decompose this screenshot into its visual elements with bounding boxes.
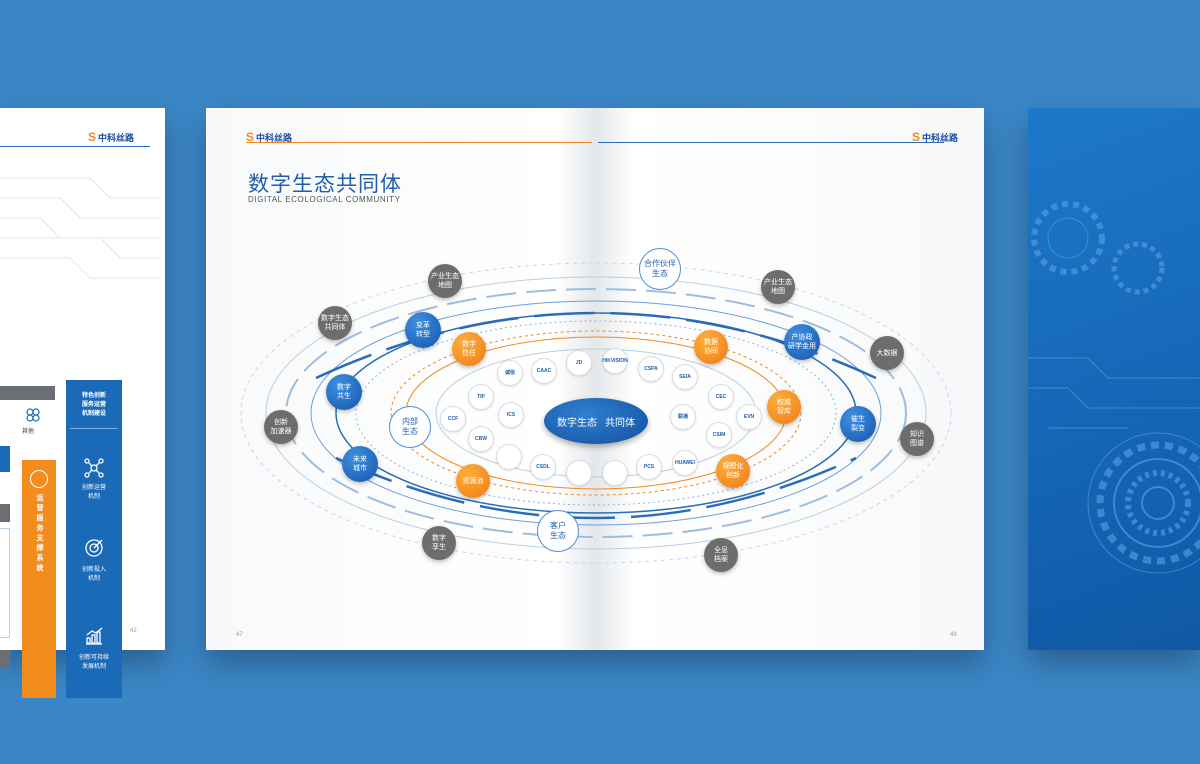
page-number-left: 47 [236, 632, 243, 638]
node-gray-industry-map: 产业生态 地图 [428, 264, 462, 298]
logo-text: 中科丝路 [922, 132, 959, 143]
label-other: 其他 [22, 429, 35, 435]
page-number: 42 [130, 628, 137, 634]
node-orange-data-collab: 数据 协同 [694, 330, 728, 364]
node-gray-industry-map-2: 产业生态 地图 [761, 270, 795, 304]
node-partner-ecology: 合作伙伴 生态 [639, 248, 681, 290]
node-orange-trust: 数字 信任 [452, 332, 486, 366]
partner-logo: 联通 [670, 404, 696, 430]
partner-logo: JD [566, 350, 592, 376]
partner-logo: CBW [468, 426, 494, 452]
partner-logo: PCS [636, 454, 662, 480]
item-1-label: 创新运营 机制 [81, 485, 106, 500]
node-gray-community: 数字生态 共同体 [318, 306, 352, 340]
partner-logo: HUAWEI [672, 450, 698, 476]
orbit-rings [240, 262, 952, 564]
logo-mark-icon: S [88, 130, 97, 144]
center-label-left: 数字生态 [557, 417, 597, 429]
clover-icon [26, 408, 40, 422]
node-blue-future-city: 未来 城市 [342, 446, 378, 482]
partner-logo: CAAC [531, 358, 557, 384]
circuit-lines [0, 177, 160, 279]
item-2-label: 创新投入 机制 [81, 567, 106, 582]
node-internal-ecology: 内部 生态 [389, 406, 431, 448]
node-gray-accelerator: 创新 加速器 [264, 410, 298, 444]
right-cover [1028, 108, 1200, 650]
node-blue-symbiosis: 数字 共生 [326, 374, 362, 410]
partner-logo: ICS [498, 402, 524, 428]
node-gray-digital-twin: 数字 孪生 [422, 526, 456, 560]
column-title: 特色创新 服务运营 机制建设 [81, 393, 106, 417]
node-gray-big-data: 大数据 [870, 336, 904, 370]
node-customer-ecology: 客户 生态 [537, 510, 579, 552]
partner-logo [496, 444, 522, 470]
node-orange-think-tank: 权威 智库 [767, 390, 801, 424]
network-icon [84, 458, 104, 483]
page-number-right: 48 [950, 632, 957, 638]
node-gray-holographic-archive: 全息 档案 [704, 538, 738, 572]
gray-block-2 [0, 650, 10, 668]
logo-text: 中科丝路 [98, 132, 135, 143]
page-subtitle: DIGITAL ECOLOGICAL COMMUNITY [248, 195, 401, 204]
feature-column: 特色创新 服务运营 机制建设 创新运营 机制 创新投入 机制 创新可持续 发展机… [66, 380, 122, 698]
node-blue-fission: 催生 裂变 [840, 406, 876, 442]
tech-gear-graphic [1028, 201, 1200, 574]
partner-logo: CSPA [638, 356, 664, 382]
orange-panel: 运营服务支撑系统 [22, 460, 56, 698]
partner-logo: EVN [736, 404, 762, 430]
header-rule [0, 146, 150, 147]
node-orange-scale-innovation: 规模化 创新 [716, 454, 750, 488]
outline-block [0, 528, 10, 638]
column-divider [70, 428, 118, 429]
gray-block [0, 504, 10, 522]
center-core: 数字生态 共同体 [544, 398, 648, 444]
logo-text: 中科丝路 [256, 132, 293, 143]
partner-logo: CEC [708, 384, 734, 410]
growth-chart-icon [84, 626, 104, 651]
partner-logo [566, 460, 592, 486]
logo-mark-icon: S [246, 130, 255, 144]
header-rule-left [246, 142, 592, 143]
partner-logo: TIP [468, 384, 494, 410]
partner-logo: SEIA [672, 364, 698, 390]
partner-logo: 诚信 [497, 360, 523, 386]
page-title: 数字生态共同体 [248, 173, 402, 196]
node-blue-industry-research: 产协政 研学金用 [784, 324, 820, 360]
blue-block [0, 446, 10, 472]
partner-logo [602, 460, 628, 486]
partner-logo: HIKVISION [602, 348, 628, 374]
logo-mark-icon: S [912, 130, 921, 144]
partner-logo: CSIM [706, 422, 732, 448]
node-blue-transformation: 变革 转型 [405, 312, 441, 348]
center-label-right: 共同体 [605, 417, 635, 429]
partner-logo: CCF [440, 406, 466, 432]
partner-logo: CSDL [530, 454, 556, 480]
item-3-label: 创新可持续 发展机制 [78, 655, 109, 670]
section-header-bar [0, 386, 55, 400]
orange-panel-label: 运营服务支撑系统 [36, 494, 43, 574]
target-icon [84, 538, 104, 563]
header-rule-right [598, 142, 944, 143]
node-gray-knowledge-graph: 知识 图谱 [900, 422, 934, 456]
chat-icon [30, 470, 48, 488]
node-orange-resource-pool: 资源池 [456, 464, 490, 498]
